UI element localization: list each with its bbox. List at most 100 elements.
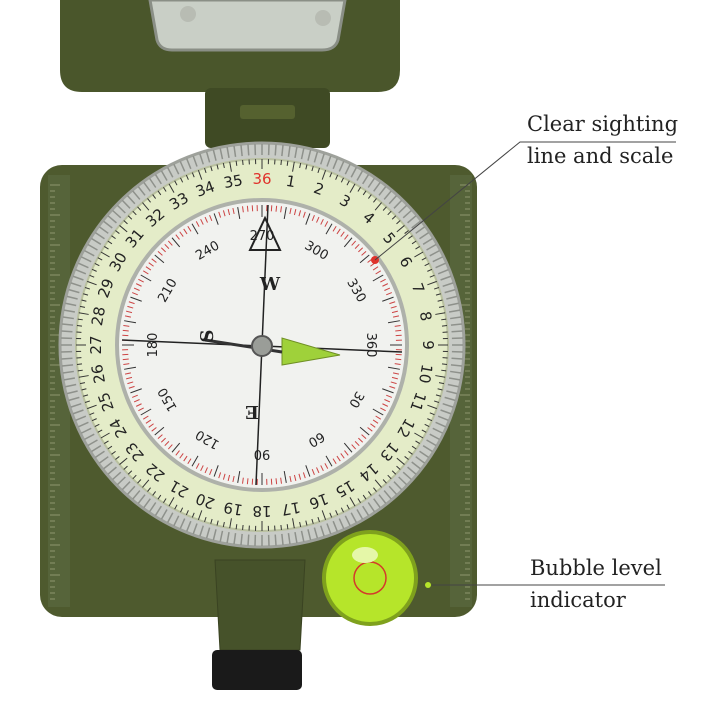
bezel-tick <box>76 363 83 365</box>
dial-tick <box>395 329 402 332</box>
dial-tick <box>179 231 184 237</box>
bezel-tick <box>441 325 448 327</box>
knurl-tick <box>411 461 421 470</box>
bezel-tick <box>346 504 350 510</box>
knurl-tick <box>107 466 117 475</box>
dial-tick <box>380 407 386 412</box>
dial-tick <box>361 434 367 440</box>
dial-tick <box>311 215 315 221</box>
dial-tick <box>204 467 208 474</box>
knurl-tick <box>426 243 437 251</box>
dial-tick <box>126 310 133 314</box>
dial-tick <box>128 301 135 305</box>
callout-bubble-line2: indicator <box>530 588 626 612</box>
bezel-tick <box>438 382 445 385</box>
dial-tick <box>358 437 364 443</box>
knurl-tick <box>402 471 412 481</box>
knurl-tick <box>313 527 319 539</box>
bezel-tick <box>424 263 430 267</box>
bezel-tick <box>204 516 207 523</box>
dial-tick <box>232 207 235 215</box>
dial-tick <box>293 474 297 481</box>
adjust-knob[interactable] <box>212 650 302 690</box>
knurl-tick <box>447 302 459 307</box>
knurl-tick <box>65 302 77 307</box>
dial-tick <box>151 258 157 263</box>
dial-tick <box>124 320 137 324</box>
bezel-tick <box>427 268 433 272</box>
knurl-tick <box>319 153 325 165</box>
dial-tick <box>140 408 152 416</box>
dial-tick <box>344 234 349 240</box>
bezel-tick <box>168 497 175 507</box>
bezel-tick <box>111 235 116 240</box>
bezel-tick <box>437 388 443 391</box>
bezel-tick <box>429 412 435 416</box>
bezel-tick <box>335 510 339 516</box>
bezel-tick <box>137 206 142 211</box>
dial-tick <box>386 394 392 398</box>
callout-sighting-line1: Clear sighting <box>527 112 679 136</box>
bezel-number: 18 <box>252 502 271 520</box>
knurl-tick <box>378 494 387 504</box>
bezel-tick <box>157 494 162 500</box>
knurl-tick <box>132 190 141 200</box>
knurl-tick <box>319 525 325 537</box>
bezel-tick <box>76 325 83 327</box>
dial-tick <box>389 385 396 389</box>
dial-tick <box>143 415 149 420</box>
bezel-tick <box>147 487 151 492</box>
knurl-tick <box>411 220 421 229</box>
bezel-number: 19 <box>222 498 244 519</box>
callout-bubble-line1: Bubble level <box>530 556 662 580</box>
knurl-tick <box>444 396 456 402</box>
knurl-tick <box>294 146 298 159</box>
bezel-tick <box>396 465 401 470</box>
dial-tick <box>164 441 170 447</box>
dial-tick <box>138 278 144 283</box>
knurl-tick <box>383 490 392 500</box>
bezel-tick <box>210 166 213 172</box>
dial-tick <box>133 287 140 291</box>
bezel-tick <box>119 225 128 233</box>
bezel-tick <box>185 174 189 180</box>
knurl-tick <box>450 364 462 367</box>
knurl-tick <box>287 145 291 157</box>
dial-tick <box>157 250 163 256</box>
dial-tick <box>187 226 192 232</box>
bezel-tick <box>286 524 289 530</box>
bezel-tick <box>391 215 397 220</box>
knurl-tick <box>437 269 449 275</box>
knurl-tick <box>192 155 198 167</box>
dial-tick <box>200 465 204 472</box>
dial-tick <box>390 305 397 309</box>
dial-tick <box>191 455 199 467</box>
lid-window <box>148 0 347 52</box>
bezel-number: 20 <box>193 489 217 512</box>
dial-tick <box>135 403 142 407</box>
bezel-tick <box>174 504 178 510</box>
dial-tick <box>183 455 188 462</box>
knurl-tick <box>62 364 74 367</box>
knurl-tick <box>75 269 87 275</box>
knurl-tick <box>212 149 217 161</box>
dial-tick <box>320 465 324 472</box>
knurl-tick <box>450 316 462 320</box>
cardinal-w: W <box>259 274 281 295</box>
bezel-tick <box>84 287 91 290</box>
bezel-tick <box>349 183 356 193</box>
bezel-tick <box>438 305 445 308</box>
bezel-tick <box>79 305 86 308</box>
bezel-tick <box>305 164 308 170</box>
dial-tick <box>343 237 353 248</box>
knurl-tick <box>160 170 168 181</box>
dial-tick <box>382 388 394 394</box>
knurl-tick <box>313 151 319 163</box>
lid-screw <box>180 6 196 22</box>
bezel-tick <box>427 404 437 410</box>
knurl-tick <box>132 490 141 500</box>
bezel-tick <box>357 498 361 504</box>
bezel-tick <box>411 240 417 245</box>
dial-tick <box>367 427 373 432</box>
dial-tick <box>391 310 398 314</box>
